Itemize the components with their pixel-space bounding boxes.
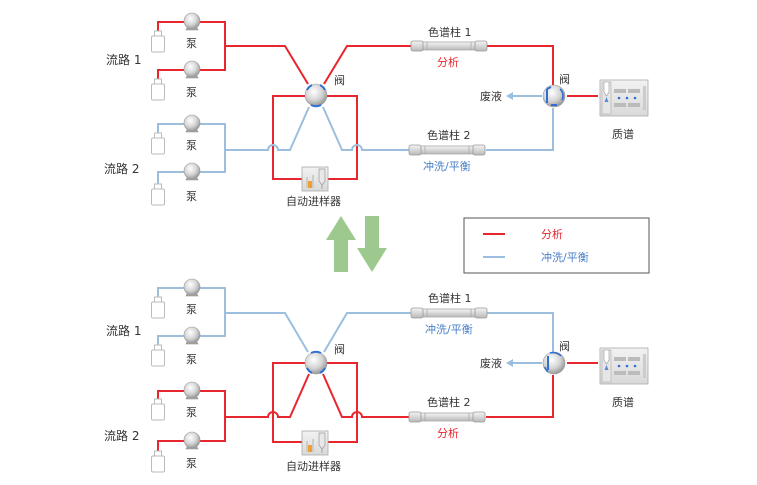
bottom-column2-mode: 分析 <box>437 426 459 440</box>
top-pump-label: 泵 <box>186 139 197 152</box>
top-autosampler-icon <box>301 166 329 192</box>
bottom-column2-label: 色谱柱 2 <box>427 395 471 409</box>
top-pump-label: 泵 <box>186 190 197 203</box>
top-panel: 泵 泵 泵 泵 流路 1 流路 2 阀 自动进样器 色谱柱 1 分析 色谱柱 2… <box>104 12 649 208</box>
top-flowpath2-pipes <box>157 92 554 186</box>
bottom-switching-valve-icon <box>304 350 328 375</box>
top-ms-label: 质谱 <box>612 127 634 141</box>
bottom-diverter-valve-icon <box>542 351 566 375</box>
bottom-flowpath1-pipes <box>157 287 554 367</box>
bottom-column1-label: 色谱柱 1 <box>428 291 472 305</box>
bottom-pump-label: 泵 <box>186 303 197 316</box>
top-switching-valve-icon <box>304 83 328 108</box>
top-column1-icon <box>410 40 488 52</box>
bottom-autosampler-label: 自动进样器 <box>286 459 341 473</box>
top-diverter-valve-icon <box>542 84 566 108</box>
bottom-waste-label: 废液 <box>480 356 502 370</box>
bottom-pump-label: 泵 <box>186 457 197 470</box>
bottom-fp2-solvent-bottle-a-icon <box>151 398 165 421</box>
bottom-mass-spectrometer-icon <box>599 347 649 385</box>
top-diverter-valve-label: 阀 <box>559 72 570 86</box>
bottom-ms-label: 质谱 <box>612 395 634 409</box>
bottom-fp1-solvent-bottle-a-icon <box>151 296 165 319</box>
bottom-column1-icon <box>410 307 488 319</box>
top-fp1-solvent-bottle-b-icon <box>151 78 165 101</box>
bottom-flowpath2-pipes <box>157 362 598 453</box>
top-fp2-pump-a-icon <box>183 114 201 133</box>
top-valve-label: 阀 <box>334 73 345 87</box>
legend: 分析 冲洗/平衡 <box>463 217 650 274</box>
top-column2-mode: 冲洗/平衡 <box>423 159 471 173</box>
bottom-flowpath2-label: 流路 2 <box>104 428 139 443</box>
top-column1-mode: 分析 <box>437 55 459 69</box>
top-flowpath1-label: 流路 1 <box>106 52 141 67</box>
bottom-fp2-solvent-bottle-b-icon <box>151 450 165 473</box>
top-flowpath2-label: 流路 2 <box>104 161 139 176</box>
bottom-fp2-pump-b-icon <box>183 431 201 450</box>
bottom-fp1-solvent-bottle-b-icon <box>151 344 165 367</box>
legend-label-flush: 冲洗/平衡 <box>541 250 589 264</box>
top-pump-label: 泵 <box>186 86 197 99</box>
top-fp1-pump-a-icon <box>183 12 201 31</box>
arrow-up-icon <box>326 216 356 272</box>
bottom-fp2-pump-a-icon <box>183 381 201 400</box>
top-autosampler-label: 自动进样器 <box>286 194 341 208</box>
top-mass-spectrometer-icon <box>599 79 649 117</box>
bottom-panel: 泵 泵 泵 泵 流路 1 流路 2 阀 自动进样器 色谱柱 1 冲洗/平衡 色谱… <box>104 278 649 473</box>
top-fp1-pump-b-icon <box>183 60 201 79</box>
bottom-fp1-pump-a-icon <box>183 278 201 297</box>
bottom-valve-label: 阀 <box>334 342 345 356</box>
bottom-column2-icon <box>408 411 486 423</box>
top-fp1-solvent-bottle-a-icon <box>151 30 165 53</box>
top-waste-label: 废液 <box>480 89 502 103</box>
bottom-fp1-pump-b-icon <box>183 326 201 345</box>
switch-arrows <box>326 216 387 272</box>
top-pump-label: 泵 <box>186 37 197 50</box>
legend-label-analysis: 分析 <box>541 227 563 241</box>
bottom-pump-label: 泵 <box>186 406 197 419</box>
top-flowpath1-pipes <box>157 21 598 180</box>
top-fp2-solvent-bottle-b-icon <box>151 183 165 206</box>
bottom-pump-label: 泵 <box>186 353 197 366</box>
bottom-flowpath1-label: 流路 1 <box>106 323 141 338</box>
bottom-diverter-valve-label: 阀 <box>559 339 570 353</box>
top-fp2-solvent-bottle-a-icon <box>151 132 165 155</box>
arrow-down-icon <box>357 216 387 272</box>
legend-box <box>463 217 650 274</box>
top-column1-label: 色谱柱 1 <box>428 25 472 39</box>
bottom-column1-mode: 冲洗/平衡 <box>425 322 473 336</box>
bottom-autosampler-icon <box>301 430 329 456</box>
top-column2-label: 色谱柱 2 <box>427 128 471 142</box>
top-fp2-pump-b-icon <box>183 162 201 181</box>
top-column2-icon <box>408 144 486 156</box>
